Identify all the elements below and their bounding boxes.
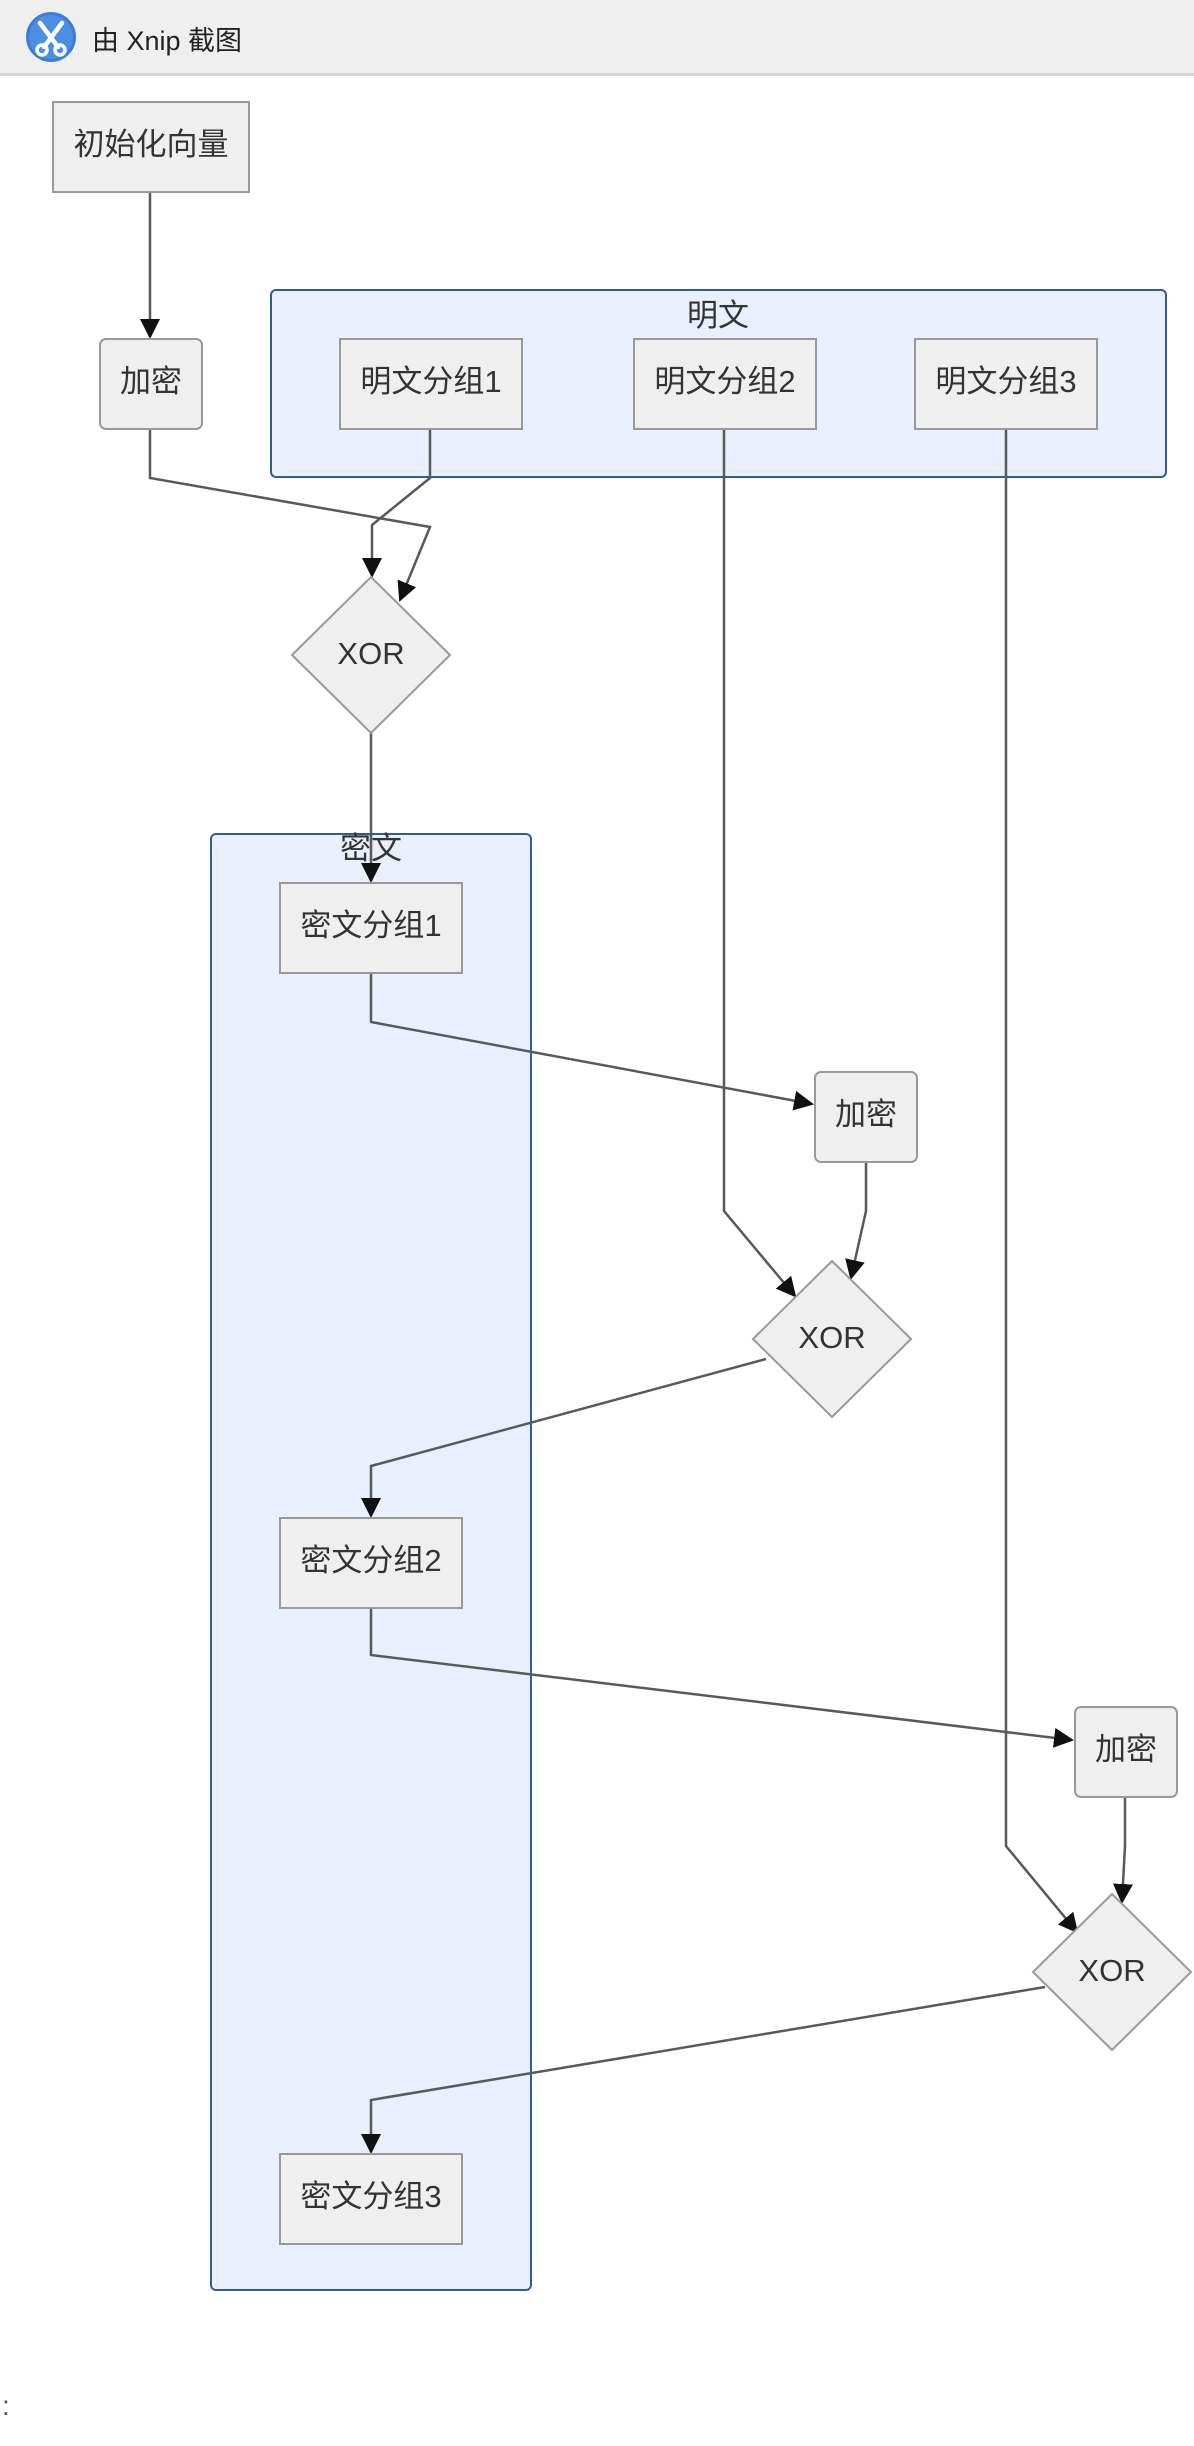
edge-p2-xor2: [722, 430, 797, 1298]
edges: [140, 192, 1133, 2154]
node-xor3-label: XOR: [1078, 1953, 1145, 1988]
edge-xor3-c3: [361, 1985, 1046, 2154]
window-title: 由 Xnip 截图: [92, 26, 243, 56]
node-c3-label: 密文分组3: [300, 2179, 441, 2214]
scissors-icon: [26, 12, 76, 62]
node-p1: 明文分组1: [339, 338, 523, 430]
node-p2: 明文分组2: [633, 338, 817, 430]
node-iv: 初始化向量: [52, 101, 250, 193]
edge-enc3-xor3: [1112, 1797, 1133, 1904]
node-c1: 密文分组1: [279, 882, 463, 974]
node-p3-label: 明文分组3: [935, 364, 1076, 399]
node-iv-label: 初始化向量: [74, 127, 229, 162]
node-p1-label: 明文分组1: [360, 364, 501, 399]
node-enc3-label: 加密: [1095, 1732, 1157, 1767]
node-c3: 密文分组3: [279, 2153, 463, 2245]
edge-c1-enc2: [369, 974, 814, 1111]
stray-text: :: [2, 2390, 10, 2421]
edge-c2-enc3: [369, 1607, 1074, 1748]
node-xor1: XOR: [290, 575, 452, 735]
node-p2-label: 明文分组2: [654, 364, 795, 399]
edge-xor2-c2: [361, 1357, 767, 1518]
node-enc2-label: 加密: [835, 1097, 897, 1132]
edge-enc2-xor2: [845, 1161, 868, 1280]
node-xor3: XOR: [1031, 1892, 1193, 2052]
title-bar: 由 Xnip 截图: [0, 0, 1194, 76]
node-enc1-label: 加密: [120, 364, 182, 399]
node-enc2: 加密: [814, 1071, 918, 1163]
node-xor2: XOR: [751, 1259, 913, 1419]
node-c2-label: 密文分组2: [300, 1543, 441, 1578]
node-enc1: 加密: [99, 338, 203, 430]
edge-p1-xor1: [362, 430, 432, 578]
edge-p3-xor3: [1004, 430, 1079, 1934]
node-p3: 明文分组3: [914, 338, 1098, 430]
node-c1-label: 密文分组1: [300, 908, 441, 943]
plaintext-group-label: 明文: [687, 298, 749, 333]
edge-enc1-xor1: [148, 430, 432, 602]
node-xor2-label: XOR: [798, 1320, 865, 1355]
node-c2: 密文分组2: [279, 1517, 463, 1609]
node-xor1-label: XOR: [337, 636, 404, 671]
node-enc3: 加密: [1074, 1706, 1178, 1798]
